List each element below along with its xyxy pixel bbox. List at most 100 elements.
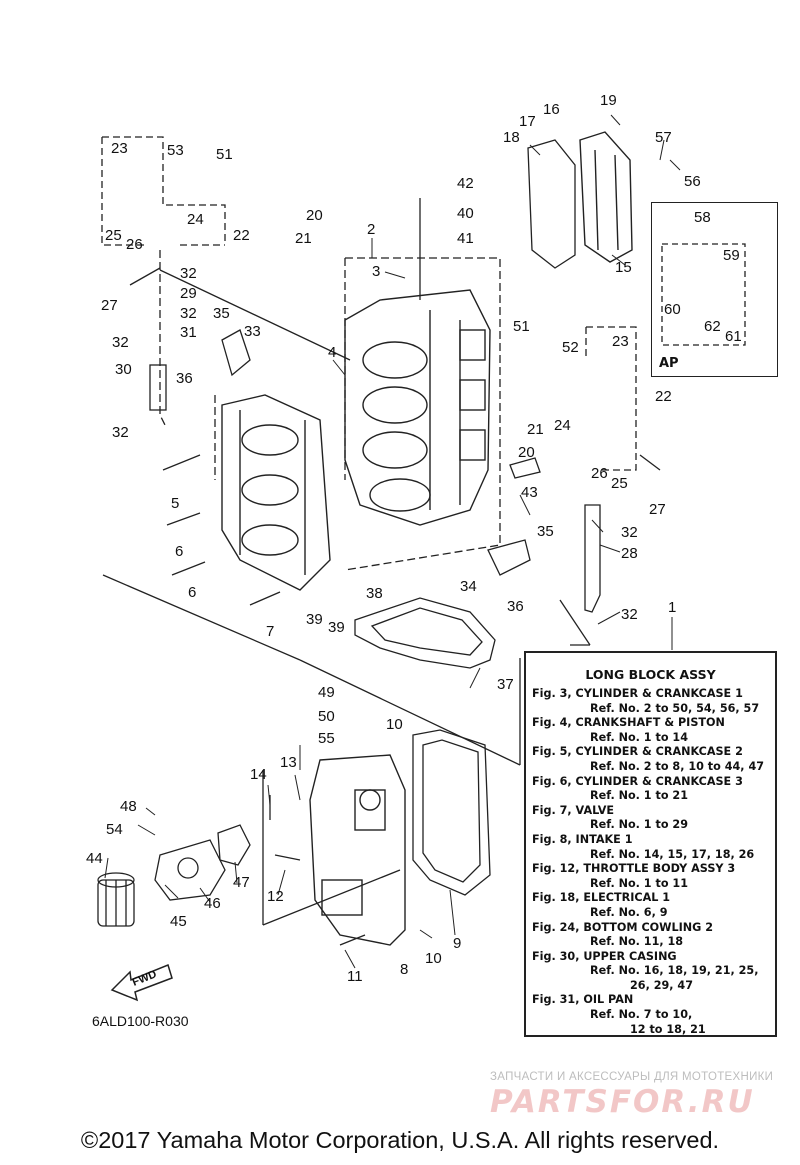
legend-line: Fig. 3, CYLINDER & CRANKCASE 1 (532, 687, 743, 700)
callout-62: 62 (704, 318, 721, 335)
callout-7: 7 (266, 623, 274, 640)
callout-27b: 27 (649, 501, 666, 518)
callout-20a: 20 (306, 207, 323, 224)
callout-4: 4 (328, 344, 336, 361)
pipe-30 (149, 364, 167, 411)
oil-pan-cover (309, 754, 406, 946)
callout-47: 47 (233, 874, 250, 891)
callout-29: 29 (180, 285, 197, 302)
callout-15: 15 (615, 259, 632, 276)
legend-line: Ref. No. 2 to 50, 54, 56, 57 (590, 701, 760, 715)
legend-line: Fig. 4, CRANKSHAFT & PISTON (532, 716, 725, 730)
callout-20b: 20 (518, 444, 535, 461)
valve-cover-15 (579, 131, 633, 263)
watermark-tagline: ЗАПЧАСТИ И АКСЕССУАРЫ ДЛЯ МОТОТЕХНИКИ (490, 1071, 774, 1083)
callout-24a: 24 (187, 211, 204, 228)
legend-line: Ref. No. 1 to 29 (590, 818, 688, 832)
legend-line: Ref. No. 16, 18, 19, 21, 25, (590, 964, 759, 978)
callout-28: 28 (621, 545, 638, 562)
legend-line: Fig. 18, ELECTRICAL 1 (532, 891, 671, 905)
callout-5: 5 (171, 495, 179, 512)
legend-lines: Fig. 3, CYLINDER & CRANKCASE 1 Ref. No. … (532, 687, 771, 1037)
callout-53: 53 (167, 142, 184, 159)
legend-line: Ref. No. 6, 9 (590, 905, 668, 919)
gasket-37 (354, 597, 496, 669)
callout-27a: 27 (101, 297, 118, 314)
callout-45: 45 (170, 913, 187, 930)
pipe-28 (584, 504, 601, 613)
callout-35a: 35 (213, 305, 230, 322)
fwd-label: FWD (131, 968, 159, 989)
callout-11: 11 (347, 968, 363, 985)
callout-26a: 26 (126, 236, 143, 253)
copyright-notice: ©2017 Yamaha Motor Corporation, U.S.A. A… (80, 1127, 720, 1153)
callout-6a: 6 (175, 543, 183, 560)
bracket-33 (221, 329, 251, 377)
callout-57: 57 (655, 129, 672, 146)
leader-lines (104, 114, 681, 969)
dashed-group-ap (661, 243, 746, 346)
callout-32b: 32 (180, 305, 197, 322)
callout-49: 49 (318, 684, 335, 701)
callout-17: 17 (519, 113, 536, 130)
legend-line: Ref. No. 1 to 14 (590, 730, 688, 744)
callout-59: 59 (723, 247, 740, 264)
callout-23a: 23 (111, 140, 128, 157)
cylinder-block (344, 289, 491, 526)
callout-43: 43 (521, 484, 538, 501)
callout-50: 50 (318, 708, 335, 725)
gasket-47 (217, 824, 251, 866)
oil-filter-44 (97, 872, 135, 927)
watermark-logo: PARTSFOR.RU (490, 1084, 755, 1120)
dashed-group-crankcase (159, 250, 501, 571)
legend-line: Ref. No. 1 to 11 (590, 876, 688, 890)
bolts (129, 267, 661, 946)
callout-8: 8 (400, 961, 408, 978)
callout-40: 40 (457, 205, 474, 222)
legend-line: Fig. 5, CYLINDER & CRANKCASE 2 (532, 745, 743, 759)
callout-32e: 32 (621, 524, 638, 541)
legend-line: Ref. No. 11, 18 (590, 935, 684, 949)
callout-51b: 51 (513, 318, 530, 335)
callout-2: 2 (367, 221, 375, 238)
legend-line: Fig. 7, VALVE (532, 803, 615, 817)
callout-21a: 21 (295, 230, 312, 247)
callout-39a: 39 (306, 611, 323, 628)
callout-51a: 51 (216, 146, 233, 163)
callout-55: 55 (318, 730, 335, 747)
callout-36b: 36 (507, 598, 524, 615)
callout-22b: 22 (655, 388, 672, 405)
callout-48: 48 (120, 798, 137, 815)
legend-line: Ref. No. 7 to 10, (590, 1008, 693, 1022)
legend-line: Ref. No. 1 to 21 (590, 789, 688, 803)
callout-33: 33 (244, 323, 261, 340)
ap-label: AP (659, 356, 679, 371)
callout-42: 42 (457, 175, 474, 192)
callout-44: 44 (86, 850, 103, 867)
legend-line: Ref. No. 2 to 8, 10 to 44, 47 (590, 759, 765, 773)
callout-36a: 36 (176, 370, 193, 387)
legend-line: Ref. No. 14, 15, 17, 18, 26 (590, 847, 755, 861)
callout-23b: 23 (612, 333, 629, 350)
callout-58: 58 (694, 209, 711, 226)
bracket-34 (487, 539, 531, 576)
legend-line: Fig. 8, INTAKE 1 (532, 832, 633, 846)
callout-32f: 32 (621, 606, 638, 623)
fwd-arrow (110, 963, 173, 1002)
callout-32a: 32 (180, 265, 197, 282)
legend-line: Fig. 24, BOTTOM COWLING 2 (532, 920, 714, 934)
callout-14: 14 (250, 766, 267, 783)
filter-bracket-46 (154, 839, 226, 901)
callout-18: 18 (503, 129, 520, 146)
callout-25a: 25 (105, 227, 122, 244)
callout-19: 19 (600, 92, 617, 109)
callout-38: 38 (366, 585, 383, 602)
callout-30: 30 (115, 361, 132, 378)
legend-line: Fig. 6, CYLINDER & CRANKCASE 3 (532, 774, 743, 788)
drawing-code: 6ALD100-R030 (92, 1013, 189, 1029)
callout-labels: 1 2 3 4 5 6 6 7 8 9 10 10 11 12 13 14 15… (86, 92, 742, 989)
callout-26b: 26 (591, 465, 608, 482)
long-block-assy-legend: LONG BLOCK ASSY Fig. 3, CYLINDER & CRANK… (524, 651, 777, 1037)
callout-34: 34 (460, 578, 477, 595)
